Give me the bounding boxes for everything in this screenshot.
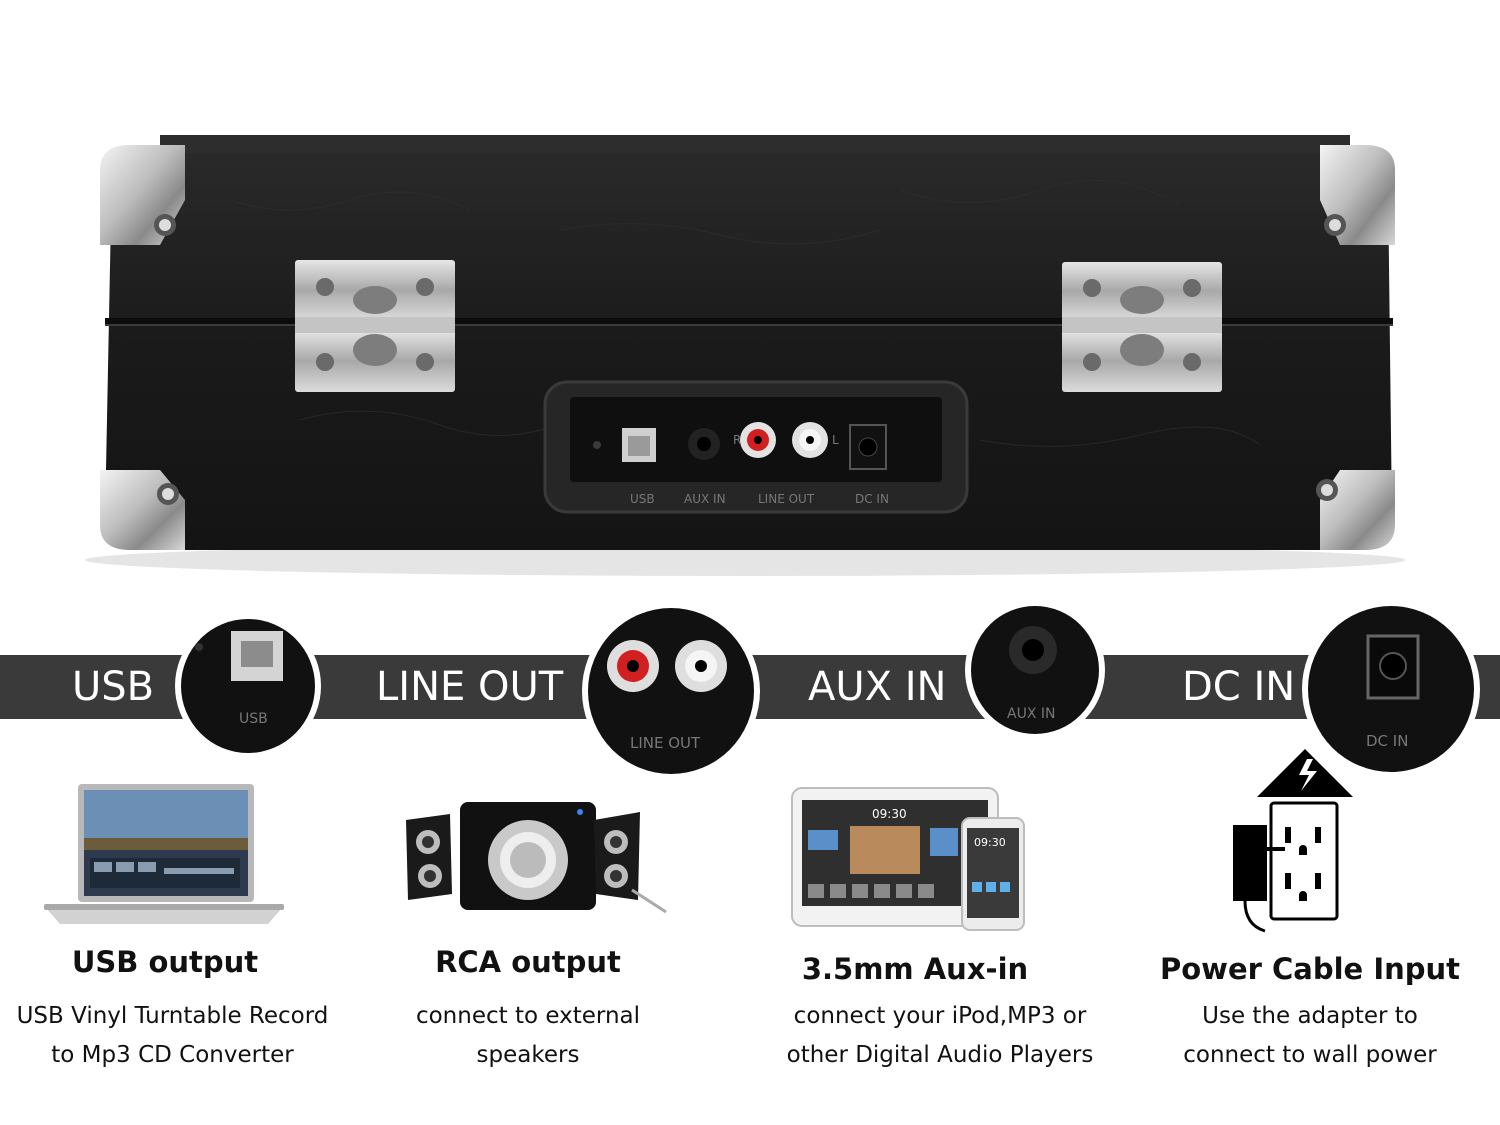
- panel-label-usb: USB: [630, 492, 655, 506]
- tile-desc-line: connect your iPod,MP3 or: [793, 1003, 1087, 1029]
- latch-left: [295, 260, 455, 392]
- usb-port-zoom: USB: [175, 613, 321, 759]
- tablet-clock: 09:30: [872, 807, 907, 821]
- power-outlet-icon: [1233, 749, 1353, 933]
- tile-desc-line: to Mp3 CD Converter: [51, 1042, 294, 1068]
- tile-desc-line: USB Vinyl Turntable Record: [16, 1003, 329, 1029]
- tile-desc-line: speakers: [476, 1042, 580, 1068]
- tile-title-rca-output: RCA output: [435, 945, 621, 979]
- io-panel: [543, 380, 969, 514]
- speaker-icon: [406, 802, 667, 914]
- svg-text:DC IN: DC IN: [1366, 732, 1408, 750]
- line-out-port-zoom: LINE OUT: [582, 602, 760, 780]
- aux-in-port-zoom: AUX IN: [965, 600, 1105, 740]
- tile-title-aux-in: 3.5mm Aux-in: [801, 952, 1029, 986]
- tile-desc-power-cable-input: Use the adapter to connect to wall power: [1150, 997, 1470, 1075]
- tile-desc-line: other Digital Audio Players: [786, 1042, 1094, 1068]
- tile-title-usb-output: USB output: [71, 945, 259, 979]
- tile-desc-line: connect to external: [415, 1003, 641, 1029]
- svg-text:LINE OUT: LINE OUT: [630, 734, 701, 752]
- tile-desc-usb-output: USB Vinyl Turntable Record to Mp3 CD Con…: [0, 997, 345, 1075]
- tablet-phone-icon: 09:30 09:30: [791, 787, 1025, 931]
- rca-label-l: L: [832, 433, 839, 447]
- band-label-line-out: LINE OUT: [376, 664, 564, 710]
- band-label-usb: USB: [72, 664, 155, 710]
- turntable-case-rear: USB AUX IN LINE OUT DC IN R L: [85, 135, 1405, 576]
- latch-right: [1062, 262, 1222, 392]
- band-label-aux-in: AUX IN: [808, 664, 947, 710]
- svg-text:USB: USB: [239, 711, 268, 727]
- panel-label-line-out: LINE OUT: [758, 492, 815, 506]
- tile-desc-line: Use the adapter to: [1202, 1003, 1418, 1029]
- laptop-icon: [44, 784, 284, 924]
- dc-in-port-zoom: DC IN: [1302, 600, 1480, 778]
- band-label-dc-in: DC IN: [1182, 664, 1296, 710]
- phone-clock: 09:30: [974, 836, 1006, 849]
- panel-label-aux-in: AUX IN: [684, 492, 726, 506]
- tile-desc-line: connect to wall power: [1183, 1042, 1437, 1068]
- tile-title-power-cable-input: Power Cable Input: [1159, 952, 1461, 986]
- svg-text:AUX IN: AUX IN: [1007, 706, 1055, 722]
- tile-desc-rca-output: connect to external speakers: [368, 997, 688, 1075]
- panel-label-dc-in: DC IN: [855, 492, 889, 506]
- rca-label-r: R: [733, 433, 741, 447]
- tile-desc-aux-in: connect your iPod,MP3 or other Digital A…: [755, 997, 1125, 1075]
